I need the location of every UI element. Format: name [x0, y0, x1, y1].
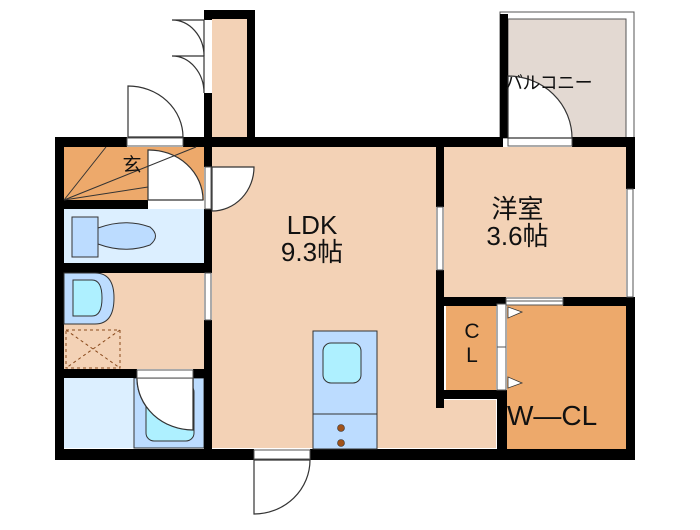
ldk-name: LDK — [286, 210, 338, 240]
genkan-inner-door[interactable] — [147, 149, 204, 201]
ldk-floor — [212, 147, 496, 448]
wcl-floor — [507, 304, 626, 449]
bottom-door[interactable] — [253, 459, 311, 515]
corridor-door-1[interactable] — [171, 19, 205, 57]
ldk-label: LDK 9.3帖 — [262, 210, 362, 268]
closet-door-markers — [507, 306, 524, 389]
yoshitsu-size: 3.6帖 — [486, 221, 549, 252]
closet-label-line2: L — [466, 344, 478, 368]
closet-label: C L — [458, 320, 486, 368]
bathroom-door-swing-over-tub — [136, 377, 194, 431]
ldk-yoshitsu-sliding-door[interactable] — [436, 206, 444, 271]
balcony-label: バルコニー — [505, 73, 593, 93]
washbasin-icon — [63, 272, 115, 325]
balcony-door[interactable] — [507, 75, 573, 139]
genkan-label: 玄 — [122, 154, 142, 176]
walls — [55, 10, 635, 460]
washing-machine-space-icon — [65, 329, 121, 369]
yoshitsu-label: 洋室 3.6帖 — [460, 194, 575, 252]
washroom-sliding-door[interactable] — [204, 272, 212, 321]
genkan-front-door-gap[interactable] — [126, 137, 184, 147]
toilet-icon — [71, 216, 156, 258]
yoshitsu-window[interactable] — [626, 188, 634, 298]
corridor-floor — [212, 19, 247, 139]
closet-floor — [446, 304, 496, 390]
yoshitsu-floor — [444, 147, 626, 297]
stove-burner-icon — [337, 424, 345, 447]
closet-label-line1: C — [464, 320, 480, 343]
corridor-door-2[interactable] — [171, 55, 205, 94]
genkan-step-lines — [63, 146, 197, 201]
balcony-door-gap[interactable] — [507, 137, 573, 147]
walk-in-closet-label: W—CL — [507, 400, 598, 431]
front-door[interactable] — [127, 85, 184, 138]
ldk-entry-door[interactable] — [211, 166, 255, 212]
yoshitsu-name: 洋室 — [491, 194, 544, 224]
entry-door-gap[interactable] — [253, 449, 311, 460]
kitchen-sink-icon — [322, 342, 362, 384]
ldk-size: 9.3帖 — [280, 237, 344, 268]
genkan-ldk-door-gap[interactable] — [204, 166, 212, 210]
